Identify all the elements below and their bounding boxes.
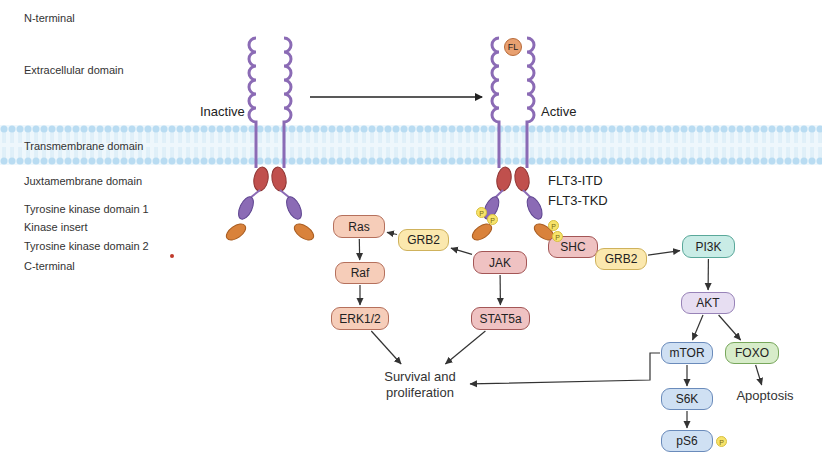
node-text: FL: [508, 42, 519, 52]
node-text: ERK1/2: [339, 312, 380, 326]
tyrosine-kinase-domain-1: [283, 195, 304, 222]
part-label: C-terminal: [24, 260, 75, 272]
signal-arrow: [707, 259, 709, 290]
node-text: PI3K: [695, 240, 721, 254]
part-label: FLT3-TKD: [548, 193, 608, 208]
flt3-receptors: [224, 38, 557, 243]
kinase-pill: JAK: [473, 251, 527, 274]
part-label: Extracellular domain: [24, 64, 124, 76]
process-pill: ERK1/2: [331, 307, 389, 330]
process-pill: Raf: [335, 262, 385, 284]
tyrosine-kinase-domain-1: [235, 195, 256, 222]
signal-arrow: [470, 353, 660, 384]
node-text: Ras: [348, 220, 369, 234]
receptor-strand: [527, 38, 534, 168]
receptor-strand: [492, 38, 499, 168]
signal-arrow: [693, 315, 704, 340]
signal-arrow: [371, 331, 401, 364]
part-label: Juxtamembrane domain: [24, 175, 142, 187]
tyrosine-kinase-domain-1: [524, 195, 545, 222]
node-text: Raf: [351, 266, 370, 280]
red-mark: [170, 254, 174, 258]
kinase-pill: S6K: [661, 388, 713, 410]
signal-arrow: [648, 251, 680, 256]
node-text: JAK: [489, 256, 511, 270]
part-label: FLT3-ITD: [548, 173, 603, 188]
signal-arrow: [359, 285, 360, 305]
node-text: SHC: [560, 240, 585, 254]
node-text: GRB2: [605, 252, 638, 266]
kinase-pill: PI3K: [682, 235, 735, 258]
signal-arrow: [359, 239, 361, 260]
signal-arrow: [500, 275, 501, 305]
part-label: Inactive: [200, 104, 245, 119]
node-text: GRB2: [407, 233, 440, 247]
node-text: pS6: [676, 434, 697, 448]
part-label: Transmembrane domain: [24, 140, 143, 152]
part-label: Kinase insert: [24, 221, 88, 233]
kinase-pill: mTOR: [661, 342, 713, 364]
kinase-pill: AKT: [681, 292, 735, 314]
outcome-text: Survival and proliferation: [372, 366, 468, 404]
signal-arrow: [387, 232, 397, 234]
phospho-badge: P: [716, 436, 727, 447]
signal-arrow: [719, 315, 741, 340]
phospho-badge: P: [487, 214, 498, 225]
node-text: mTOR: [669, 346, 704, 360]
node-text: STAT5a: [479, 312, 521, 326]
node-text: Apoptosis: [736, 388, 793, 404]
phospho-badge: P: [548, 220, 559, 231]
phospho-badge: P: [476, 207, 487, 218]
signal-arrow: [451, 248, 472, 254]
part-label: N-terminal: [24, 12, 75, 24]
part-label: Tyrosine kinase domain 1: [24, 203, 149, 215]
factor-pill: FOXO: [725, 342, 779, 364]
signal-arrow: [686, 411, 687, 428]
activation-arrow: [310, 96, 482, 98]
tyrosine-kinase-domain-2: [224, 221, 249, 243]
signal-arrow: [756, 365, 762, 385]
tyrosine-kinase-domain-2: [292, 221, 317, 243]
juxtamembrane-domain: [252, 166, 270, 192]
signal-arrow: [686, 365, 687, 386]
part-label: Tyrosine kinase domain 2: [24, 240, 149, 252]
process-pill: Ras: [333, 215, 385, 238]
product-pill: pS6: [661, 430, 713, 452]
signal-arrow: [445, 331, 485, 364]
part-label: Active: [541, 104, 576, 119]
adaptor-pill: GRB2: [398, 229, 449, 251]
juxtamembrane-domain: [495, 166, 513, 192]
receptor-strand: [249, 38, 256, 168]
phospho-badge: P: [552, 231, 563, 242]
node-text: Survival and proliferation: [372, 369, 468, 400]
cell-membrane: [0, 125, 822, 165]
receptor-strand: [284, 38, 291, 168]
adaptor-pill: GRB2: [595, 248, 647, 270]
ligand-circle: FL: [504, 38, 522, 56]
outcome-text: Apoptosis: [735, 387, 795, 405]
juxtamembrane-domain: [270, 166, 288, 192]
node-text: S6K: [676, 392, 699, 406]
node-text: FOXO: [735, 346, 769, 360]
node-text: AKT: [696, 296, 719, 310]
process-pill: STAT5a: [471, 307, 530, 330]
juxtamembrane-domain: [513, 166, 531, 192]
